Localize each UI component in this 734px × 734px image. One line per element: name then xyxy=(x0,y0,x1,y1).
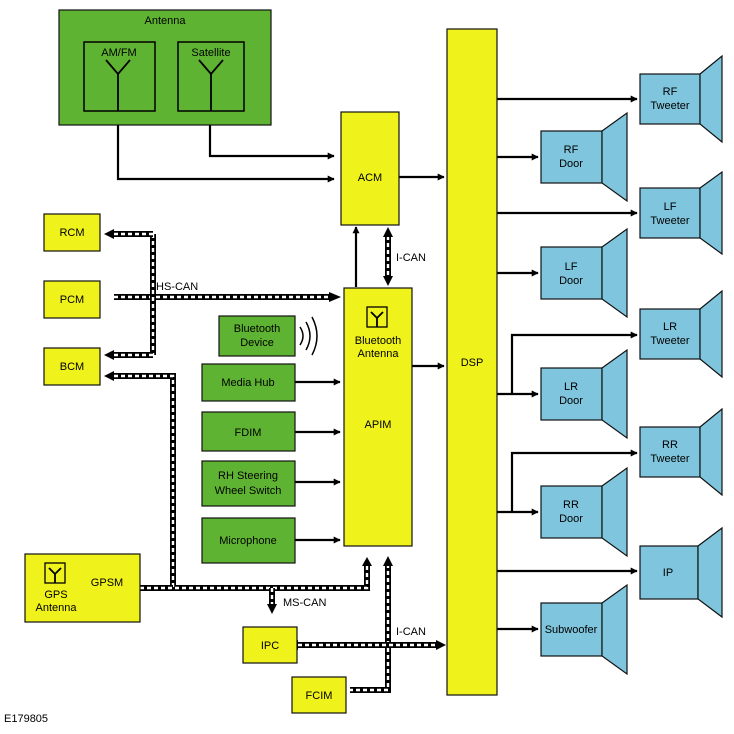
dsp-label: DSP xyxy=(461,357,484,369)
svg-text:Door: Door xyxy=(559,513,583,525)
acm-module: ACM xyxy=(340,111,400,226)
subwoofer-speaker: Subwoofer xyxy=(540,583,628,676)
fcim-label: FCIM xyxy=(306,690,333,702)
rcm-label: RCM xyxy=(59,227,84,239)
ipc-label: IPC xyxy=(261,640,279,652)
satellite-antenna-icon xyxy=(198,59,224,111)
fdim-label: FDIM xyxy=(235,427,262,439)
apim-module: Bluetooth Antenna APIM xyxy=(343,287,413,547)
rf-door-speaker: RF Door xyxy=(540,111,628,203)
rcm-module: RCM xyxy=(43,213,101,252)
gps-antenna-line2: Antenna xyxy=(36,602,78,614)
svg-text:Tweeter: Tweeter xyxy=(650,215,689,227)
satellite-label: Satellite xyxy=(191,47,230,59)
rh-switch-line2: Wheel Switch xyxy=(215,485,282,497)
figure-id: E179805 xyxy=(4,713,48,725)
pcm-label: PCM xyxy=(60,294,84,306)
amfm-antenna xyxy=(83,41,156,112)
apim-bt-line1: Bluetooth xyxy=(355,335,401,347)
apim-bt-line2: Antenna xyxy=(358,348,400,360)
bt-device-line2: Device xyxy=(240,337,274,349)
bcm-module: BCM xyxy=(43,347,101,386)
rh-switch-line1: RH Steering xyxy=(218,470,278,482)
gpsm-module: GPS Antenna GPSM xyxy=(24,553,141,623)
svg-text:RF: RF xyxy=(663,86,678,98)
svg-text:Door: Door xyxy=(559,275,583,287)
i-can-bottom-label: I-CAN xyxy=(396,626,426,638)
apim-label: APIM xyxy=(365,419,392,431)
svg-text:Tweeter: Tweeter xyxy=(650,100,689,112)
amfm-antenna-icon xyxy=(105,59,131,111)
bt-device-line1: Bluetooth xyxy=(234,323,280,335)
svg-text:Door: Door xyxy=(559,395,583,407)
rr-tweeter: RR Tweeter xyxy=(639,407,723,497)
lr-door-speaker: LR Door xyxy=(540,348,628,440)
svg-text:Tweeter: Tweeter xyxy=(650,453,689,465)
antenna-panel xyxy=(58,9,272,126)
svg-text:RR: RR xyxy=(563,499,579,511)
hs-can-label: HS-CAN xyxy=(156,281,198,293)
svg-text:Door: Door xyxy=(559,158,583,170)
dsp-module: DSP xyxy=(446,28,498,696)
bcm-label: BCM xyxy=(60,361,84,373)
media-hub-label: Media Hub xyxy=(221,377,274,389)
svg-text:IP: IP xyxy=(663,567,673,579)
svg-text:LF: LF xyxy=(664,201,677,213)
antenna-block: Antenna AM/FM Satellite xyxy=(58,9,272,126)
i-can-top-label: I-CAN xyxy=(396,252,426,264)
svg-text:RF: RF xyxy=(564,144,579,156)
svg-text:Subwoofer: Subwoofer xyxy=(545,624,598,636)
acm-label: ACM xyxy=(358,172,382,184)
ipc-module: IPC xyxy=(242,626,298,664)
svg-text:LR: LR xyxy=(564,381,578,393)
gpsm-label: GPSM xyxy=(91,577,123,589)
fcim-module: FCIM xyxy=(291,676,347,714)
lf-tweeter: LF Tweeter xyxy=(639,170,723,256)
rf-tweeter: RF Tweeter xyxy=(639,54,723,144)
microphone: Microphone xyxy=(201,517,296,564)
lr-tweeter: LR Tweeter xyxy=(639,289,723,379)
bluetooth-device: Bluetooth Device xyxy=(218,315,318,357)
svg-text:RR: RR xyxy=(662,439,678,451)
pcm-module: PCM xyxy=(43,280,101,319)
antenna-title: Antenna xyxy=(145,15,187,27)
rh-steering-wheel-switch: RH Steering Wheel Switch xyxy=(201,460,296,507)
wireless-waves-icon xyxy=(299,316,318,356)
svg-text:Tweeter: Tweeter xyxy=(650,335,689,347)
gps-antenna-line1: GPS xyxy=(44,589,67,601)
svg-text:LR: LR xyxy=(663,321,677,333)
svg-text:LF: LF xyxy=(565,261,578,273)
ip-speaker: IP xyxy=(639,526,723,619)
microphone-label: Microphone xyxy=(219,535,276,547)
lf-door-speaker: LF Door xyxy=(540,227,628,319)
amfm-label: AM/FM xyxy=(101,47,136,59)
rr-door-speaker: RR Door xyxy=(540,466,628,558)
fdim: FDIM xyxy=(201,411,296,452)
ms-can-label: MS-CAN xyxy=(283,597,326,609)
media-hub: Media Hub xyxy=(201,363,296,402)
